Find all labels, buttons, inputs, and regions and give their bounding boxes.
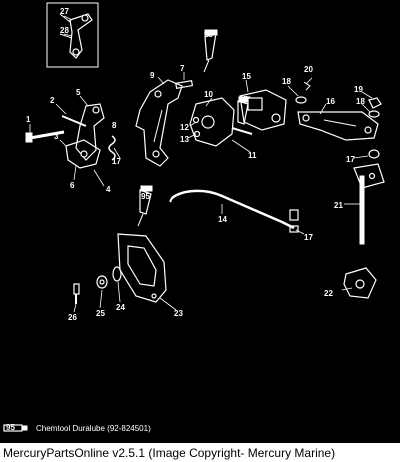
callout-label: 2 bbox=[50, 96, 55, 105]
callout-label: 1 bbox=[26, 115, 31, 124]
cam-linkage-part bbox=[189, 97, 253, 147]
legend-tube-tag: 95 bbox=[6, 423, 15, 432]
legend-tube-icon: 95 bbox=[3, 423, 28, 432]
shift-block-part bbox=[239, 89, 287, 131]
inset-box bbox=[46, 2, 99, 68]
bolt-part bbox=[25, 130, 65, 143]
callout-label: 10 bbox=[204, 90, 213, 99]
callout-label: 21 bbox=[334, 201, 343, 210]
callout-label: 24 bbox=[116, 303, 125, 312]
callout-label: 18 bbox=[282, 77, 291, 86]
nut-part bbox=[368, 149, 380, 159]
spacer-part bbox=[112, 266, 122, 282]
callout-label: 14 bbox=[218, 215, 227, 224]
pin-part bbox=[175, 79, 194, 90]
tube-tag: 95 bbox=[239, 95, 248, 104]
callout-label: 23 bbox=[174, 309, 183, 318]
spring-part bbox=[108, 135, 116, 161]
screw-part bbox=[73, 283, 80, 304]
shift-arm-part bbox=[65, 139, 101, 169]
washer-part bbox=[295, 81, 382, 118]
lubricant-tube-icon bbox=[137, 185, 153, 227]
callout-label: 15 bbox=[242, 72, 251, 81]
callout-label: 17 bbox=[112, 157, 121, 166]
cover-plate-part bbox=[117, 233, 167, 303]
caption: MercuryPartsOnline v2.5.1 (Image Copyrig… bbox=[0, 444, 400, 462]
callout-label: 6 bbox=[70, 181, 75, 190]
callout-label: 13 bbox=[180, 135, 189, 144]
callout-label: 7 bbox=[180, 64, 185, 73]
lever-arm-part bbox=[297, 111, 379, 141]
callout-label: 17 bbox=[304, 233, 313, 242]
callout-label: 4 bbox=[106, 185, 111, 194]
shift-lever-part bbox=[61, 103, 105, 161]
inset-link-part bbox=[59, 13, 93, 59]
callout-label: 28 bbox=[60, 26, 69, 35]
shift-bracket-part bbox=[135, 79, 183, 167]
parts-diagram: 95 95 95 1 2 3 4 5 6 7 8 9 10 11 12 13 1… bbox=[0, 0, 400, 443]
shift-shaft-part bbox=[353, 163, 385, 245]
callout-label: 26 bbox=[68, 313, 77, 322]
callout-label: 27 bbox=[60, 7, 69, 16]
callout-label: 19 bbox=[354, 85, 363, 94]
tube-tag: 95 bbox=[141, 192, 150, 201]
callout-label: 11 bbox=[248, 151, 257, 160]
callout-label: 18 bbox=[356, 97, 365, 106]
callout-label: 12 bbox=[180, 123, 189, 132]
tube-tag: 95 bbox=[204, 30, 213, 39]
callout-label: 22 bbox=[324, 289, 333, 298]
callout-label: 8 bbox=[112, 121, 117, 130]
lubricant-tube-icon bbox=[203, 29, 218, 73]
fitting-part bbox=[343, 267, 377, 299]
callout-label: 20 bbox=[304, 65, 313, 74]
callout-label: 17 bbox=[346, 155, 355, 164]
callout-label: 3 bbox=[54, 132, 59, 141]
leader-lines bbox=[29, 15, 373, 313]
shift-rod-part bbox=[169, 189, 299, 233]
washer-part bbox=[96, 275, 108, 289]
exploded-view: 95 95 95 1 2 3 4 5 6 7 8 9 10 11 12 13 1… bbox=[3, 2, 385, 432]
callout-label: 9 bbox=[150, 71, 155, 80]
legend-text: Chemtool Duralube (92-824501) bbox=[36, 424, 151, 433]
callout-label: 25 bbox=[96, 309, 105, 318]
callout-label: 16 bbox=[326, 97, 335, 106]
callout-label: 5 bbox=[76, 88, 81, 97]
